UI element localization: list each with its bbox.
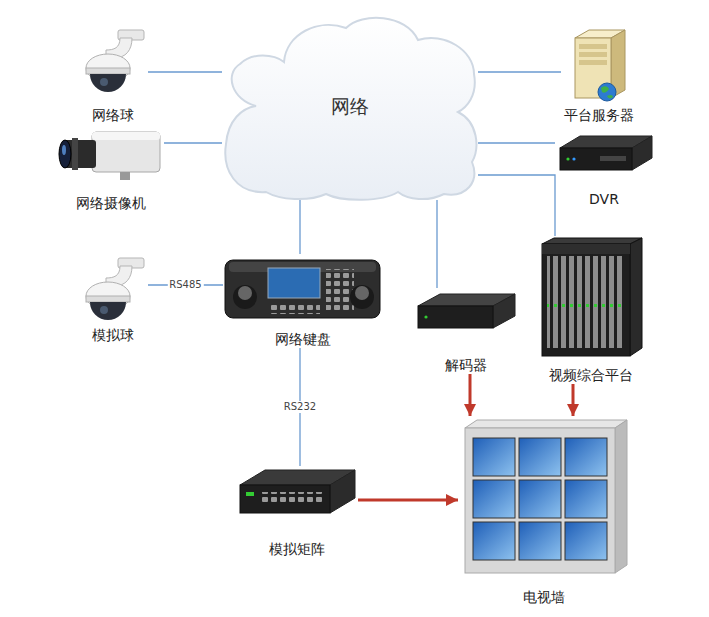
dvr-icon [560,136,652,170]
dvr-led [572,157,575,160]
joystick-ball [238,286,252,300]
chassis-front [542,244,630,356]
wall-top [465,420,627,428]
lens-ring [72,138,78,170]
device-label: 模拟矩阵 [269,540,325,558]
chassis-side [630,238,642,356]
device-label: 平台服务器 [564,106,634,124]
dvr-led [566,157,569,160]
signal-arrow [358,499,458,502]
screen [565,522,607,560]
chassis-bar [542,244,630,254]
keyboard-screen [268,268,320,298]
dvr-side [632,136,652,170]
globe-land [601,86,613,98]
device-label: 模拟球 [92,326,134,344]
matrix-side [330,470,355,513]
matrix-icon [240,470,355,513]
network-link [478,71,561,72]
network-link [148,71,222,72]
decoder-led [424,315,427,318]
video-wall-icon [465,420,627,573]
dvr-front [560,148,632,170]
globe [598,83,616,101]
port-label: RS232 [282,401,318,413]
lens-glint [62,145,66,155]
screen [519,480,561,518]
screen [565,438,607,476]
wall-side [615,420,627,573]
camera-body [92,132,160,172]
chassis-top [542,238,642,244]
box-camera-icon [59,132,160,180]
platform-server-node: 平台服务器 [561,26,637,124]
wall-frame [465,428,615,573]
network-keyboard-node: 网络键盘 [223,254,383,348]
network-link [436,200,437,288]
network-dome-icon [86,30,144,92]
matrix-front [240,485,330,513]
screen [473,438,515,476]
analog-matrix-node: 模拟矩阵 [236,466,358,558]
device-label: 网络键盘 [275,330,331,348]
chassis-slots [547,256,625,348]
dvr-node: DVR [555,132,653,208]
port-label: RS485 [167,279,203,291]
device-label: 解码器 [445,356,487,374]
device-label: 网络球 [92,106,134,124]
analog-dome-icon [86,258,144,320]
network-link [478,175,555,236]
keyboard-icon [225,260,380,318]
device-label: DVR [589,190,619,208]
network-link [299,200,300,254]
analog-dome-node: 模拟球 [78,256,148,344]
network-link [164,142,222,143]
joystick-ball [355,286,369,300]
video-platform-node: 视频综合平台 [536,236,646,384]
camera-top [92,132,160,140]
network-camera-node: 网络摄像机 [58,126,164,212]
video-wall-node: 电视墙 [458,416,630,606]
keyboard-keys [326,269,354,311]
screen [519,438,561,476]
lens-front [59,140,71,168]
decoder-side [493,294,515,328]
screen [473,480,515,518]
decoder-icon [418,294,515,328]
signal-arrow [469,374,472,416]
signal-arrow [572,384,575,416]
network-link [478,142,555,143]
matrix-ports [262,492,322,504]
cloud-label: 网络 [331,94,369,118]
camera-mount [120,172,130,180]
platform-icon [542,238,642,356]
joystick-base [233,285,257,309]
device-label: 视频综合平台 [549,366,633,384]
joystick-base [350,285,374,309]
network-dome-node: 网络球 [78,28,148,124]
decoder-node: 解码器 [414,288,518,374]
keyboard-body [225,260,380,318]
screen [519,522,561,560]
decoder-front [418,306,493,328]
keyboard-keys [268,302,320,314]
screen [473,522,515,560]
drive-bay [579,60,607,65]
drive-bay [579,44,607,49]
cloud-outline [225,18,476,200]
device-label: 网络摄像机 [76,194,146,212]
dvr-panel [600,156,626,161]
screen [565,480,607,518]
network-cloud: 网络 [222,12,478,200]
matrix-led [246,492,254,496]
drive-bay [579,52,607,57]
server-icon [575,30,625,101]
device-label: 电视墙 [523,588,565,606]
